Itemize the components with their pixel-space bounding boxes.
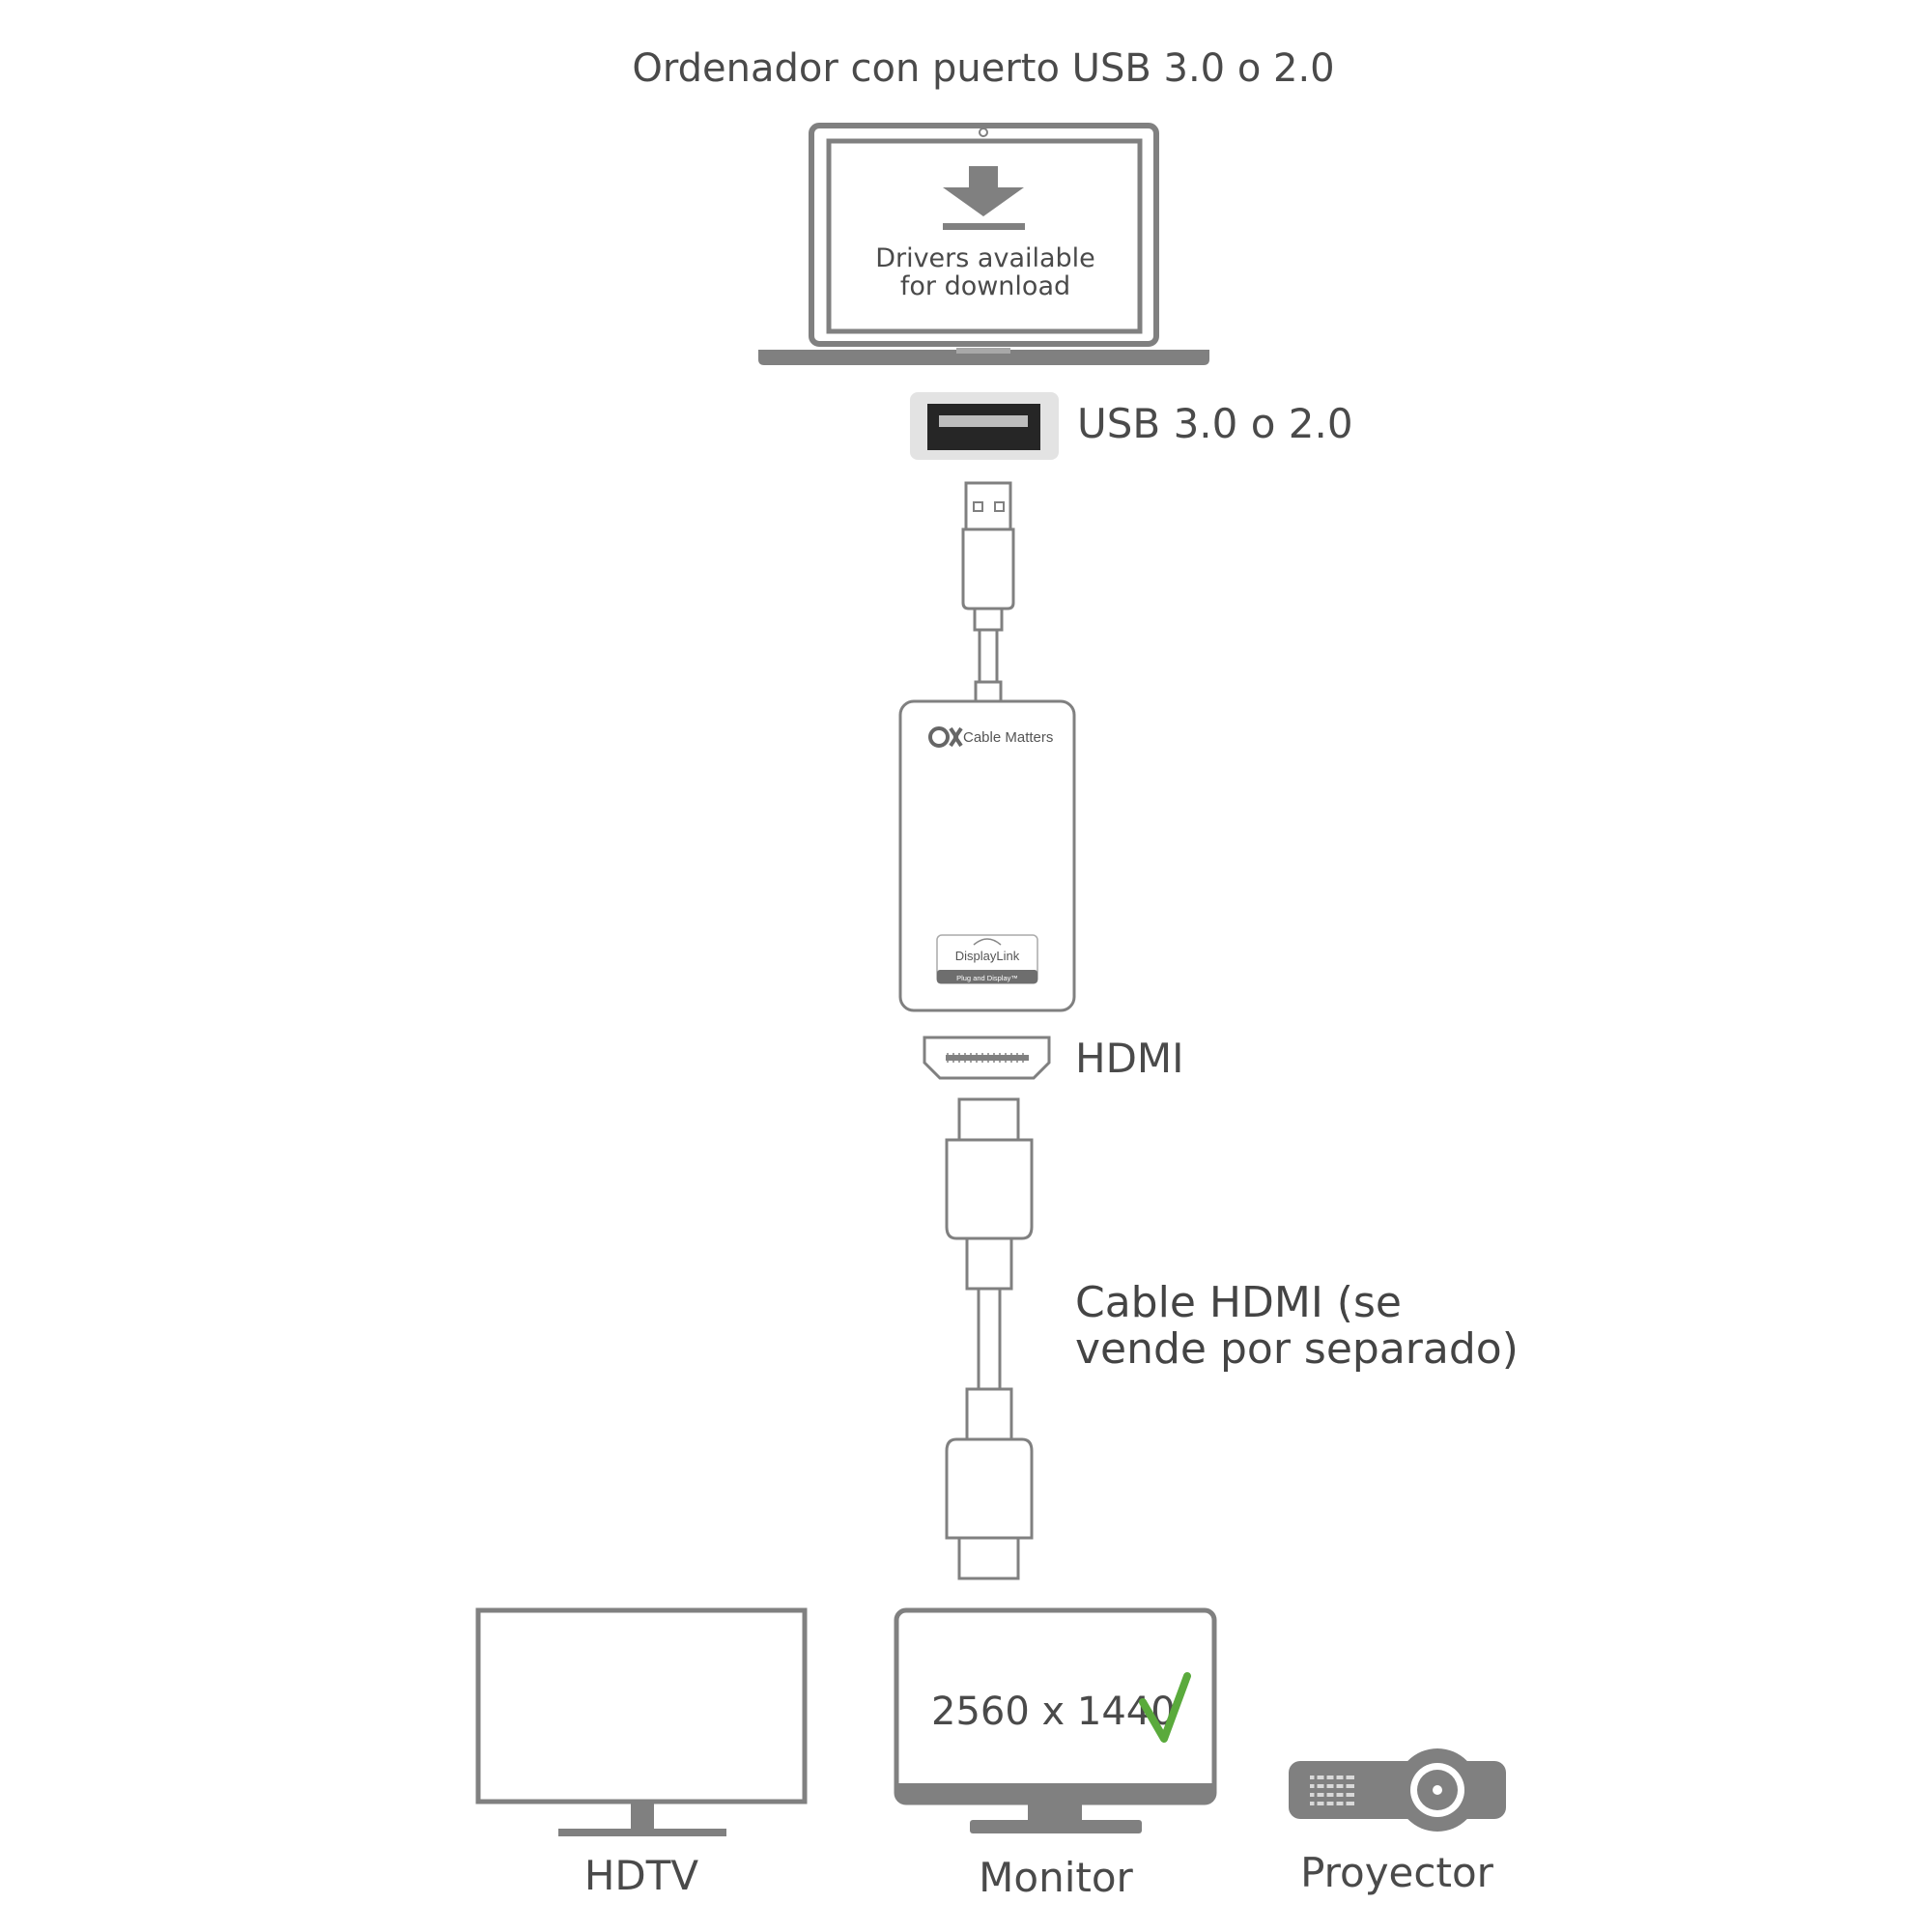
monitor-label: Monitor [979,1854,1133,1901]
usb-port-label: USB 3.0 o 2.0 [1077,400,1353,447]
laptop-screen-line-1: Drivers available [875,243,1095,273]
monitor-resolution: 2560 x 1440 [931,1690,1176,1734]
download-arrow-icon [943,166,1025,230]
laptop-screen-line-2: for download [900,271,1070,301]
usb-hdmi-adapter: Cable Matters DisplayLink Plug and Displ… [898,699,1076,1012]
hdmi-port-icon [923,1036,1051,1080]
displaylink-badge: DisplayLink Plug and Display™ [936,934,1038,984]
monitor-icon: 2560 x 1440 [894,1607,1217,1833]
hdtv-icon [475,1607,808,1836]
laptop: Drivers available for download [758,123,1209,365]
projector-icon [1289,1748,1506,1832]
cable-label-line-2: vende por separado) [1075,1324,1519,1374]
usb-plug [961,481,1015,703]
projector-label: Proyector [1300,1849,1494,1896]
cable-matters-logo-icon [928,726,963,748]
cable-label-line-1: Cable HDMI (se [1075,1278,1402,1327]
displaylink-text: DisplayLink [955,949,1020,963]
hdmi-cable [945,1097,1034,1580]
displaylink-subtext: Plug and Display™ [956,974,1018,982]
usb-port-icon [910,392,1059,460]
adapter-brand: Cable Matters [963,729,1053,746]
hdmi-port-label: HDMI [1075,1035,1184,1082]
hdtv-label: HDTV [584,1852,699,1899]
diagram-title: Ordenador con puerto USB 3.0 o 2.0 [632,46,1334,91]
checkmark-icon [1139,1672,1191,1743]
